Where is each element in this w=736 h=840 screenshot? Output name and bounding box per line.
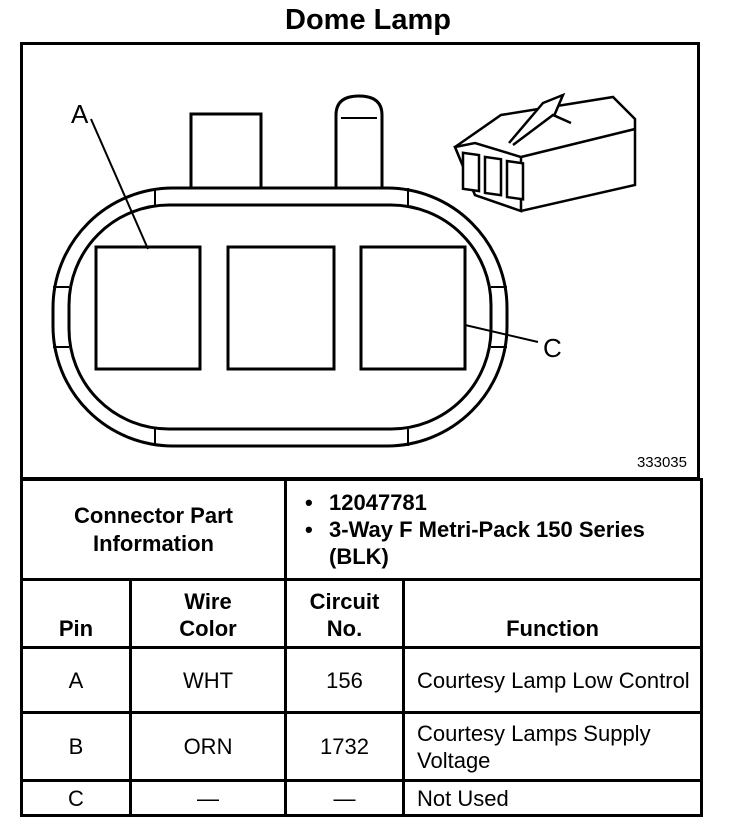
table-row: A WHT 156 Courtesy Lamp Low Control [20,646,704,714]
figure-number: 333035 [636,454,687,471]
pin-cell: A [20,646,132,714]
connector-pinout-table: Connector Part Information 12047781 3-Wa… [19,478,704,817]
connector-info-label: Connector Part Information [19,478,288,581]
function-cell: Courtesy Lamp Low Control [402,646,704,714]
leader-line-a [90,118,149,250]
connector-diagram: A C 333035 [20,42,700,480]
part-number: 12047781 [305,489,692,516]
wire-color-cell: ORN [128,711,288,782]
header-pin: Pin [20,578,132,649]
circuit-no-cell: — [284,779,406,817]
table-row: B ORN 1732 Courtesy Lamps Supply Voltage [20,711,704,782]
pin-a-label: A [71,99,89,129]
pin-cell: C [20,779,132,817]
connector-face-drawing [51,92,637,448]
table-row: C — — Not Used [20,779,704,817]
leader-line-c [464,324,539,343]
wire-color-cell: WHT [128,646,288,714]
connector-info-row: Connector Part Information 12047781 3-Wa… [19,478,704,581]
pin-c-label: C [543,333,562,363]
table-header-row: Pin Wire Color Circuit No. Function [20,578,704,649]
wire-color-cell: — [128,779,288,817]
connector-housing-outer [51,186,509,448]
cavity-c [359,245,467,371]
circuit-no-cell: 1732 [284,711,406,782]
connector-info-details: 12047781 3-Way F Metri-Pack 150 Series (… [284,478,704,581]
page-title: Dome Lamp [285,4,451,36]
connector-info-list: 12047781 3-Way F Metri-Pack 150 Series (… [295,485,692,574]
header-function: Function [402,578,704,649]
header-circuit-no: Circuit No. [284,578,406,649]
cavity-b [226,245,336,371]
function-cell: Courtesy Lamps Supply Voltage [402,711,704,782]
connector-housing-inner [67,203,493,431]
connector-perspective-sketch [453,92,637,213]
circuit-no-cell: 156 [284,646,406,714]
polarizing-key [334,94,384,214]
pin-cell: B [20,711,132,782]
function-cell: Not Used [402,779,704,817]
locking-tab [189,112,263,196]
connector-type: 3-Way F Metri-Pack 150 Series (BLK) [305,516,692,570]
header-wire-color: Wire Color [128,578,288,649]
